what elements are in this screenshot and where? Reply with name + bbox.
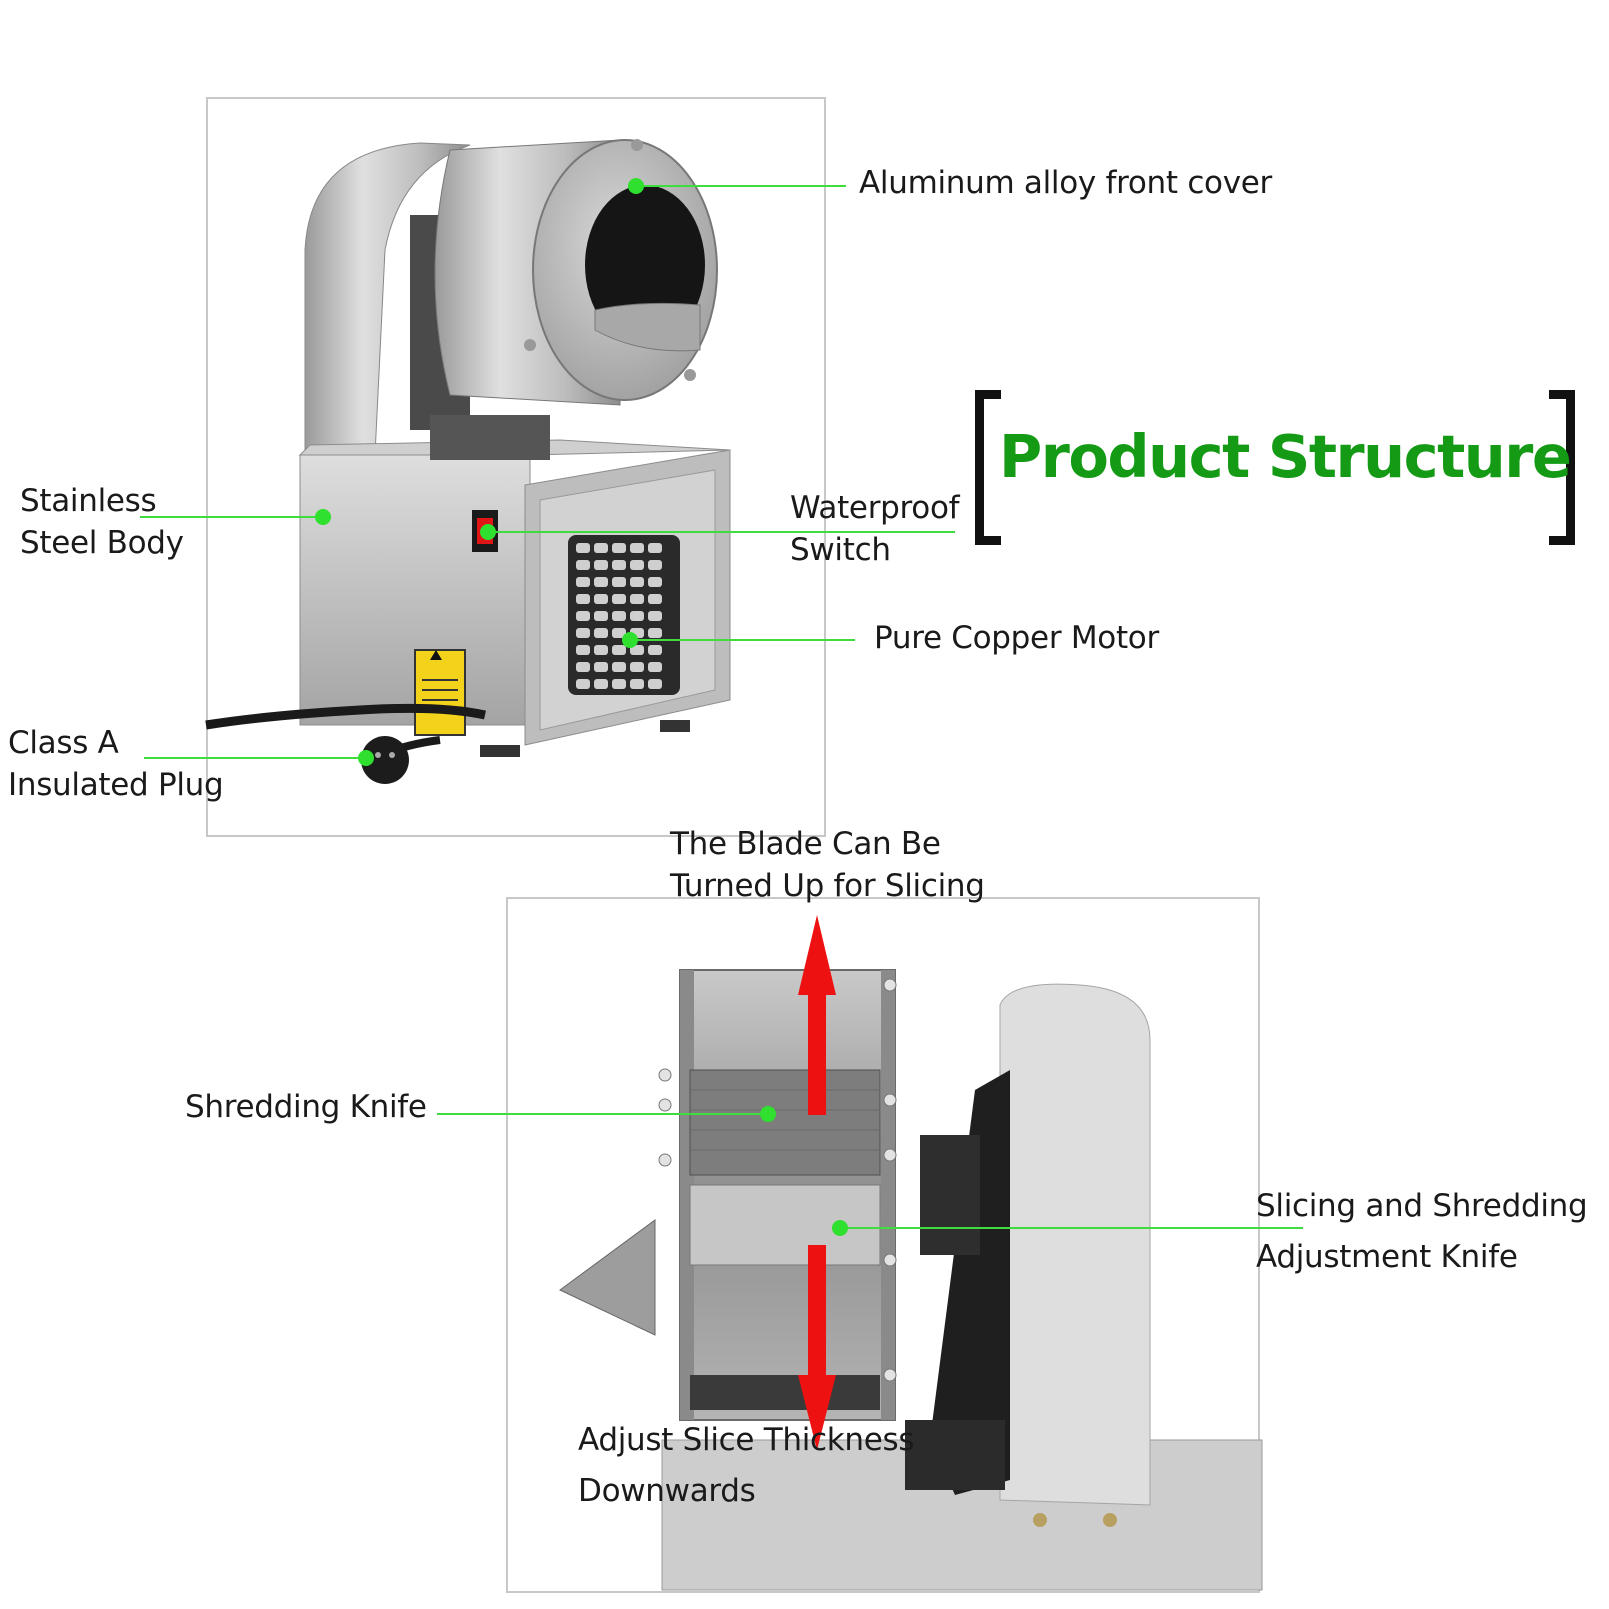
label-body-line1: Stainless: [20, 483, 157, 519]
label-shredding-knife: Shredding Knife: [185, 1089, 427, 1125]
left-bracket: [975, 390, 1001, 545]
page-title: Product Structure: [999, 422, 1572, 491]
label-adjust-knife-line2: Adjustment Knife: [1256, 1239, 1518, 1275]
label-plug-line1: Class A: [8, 725, 119, 761]
label-motor: Pure Copper Motor: [874, 620, 1159, 656]
vent-grille: [568, 535, 680, 695]
label-blade-line1: The Blade Can Be: [670, 826, 941, 862]
top-machine: [205, 139, 731, 784]
bottom-photo-frame: [506, 897, 1260, 1593]
leader-lines: [140, 185, 1303, 1229]
plug-icon: [361, 736, 409, 784]
blade-up-arrow: [798, 915, 836, 1115]
label-adjust-thickness-line1: Adjust Slice Thickness: [578, 1422, 915, 1458]
leader-dot-body: [315, 509, 331, 525]
right-bracket: [1549, 390, 1575, 545]
label-switch-line1: Waterproof: [790, 490, 960, 526]
label-front-cover: Aluminum alloy front cover: [859, 165, 1272, 201]
leader-dot-adjust-knife: [832, 1220, 848, 1236]
bottom-machine: [559, 915, 1263, 1591]
label-blade-line2: Turned Up for Slicing: [670, 868, 985, 904]
leader-dot-motor: [622, 632, 638, 648]
leader-dot-shredding-knife: [760, 1106, 776, 1122]
leader-dots: [315, 178, 848, 1236]
label-adjust-knife-line1: Slicing and Shredding: [1256, 1188, 1588, 1224]
warning-label: [414, 649, 466, 736]
label-adjust-thickness-line2: Downwards: [578, 1473, 756, 1509]
top-photo-frame: [206, 97, 826, 837]
thickness-down-arrow: [798, 1245, 836, 1450]
label-body-line2: Steel Body: [20, 525, 184, 561]
leader-dot-switch: [480, 524, 496, 540]
label-switch-line2: Switch: [790, 532, 891, 568]
leader-dot-front-cover: [628, 178, 644, 194]
title-block: Product Structure: [975, 390, 1575, 550]
label-plug-line2: Insulated Plug: [8, 767, 224, 803]
leader-dot-plug: [358, 750, 374, 766]
